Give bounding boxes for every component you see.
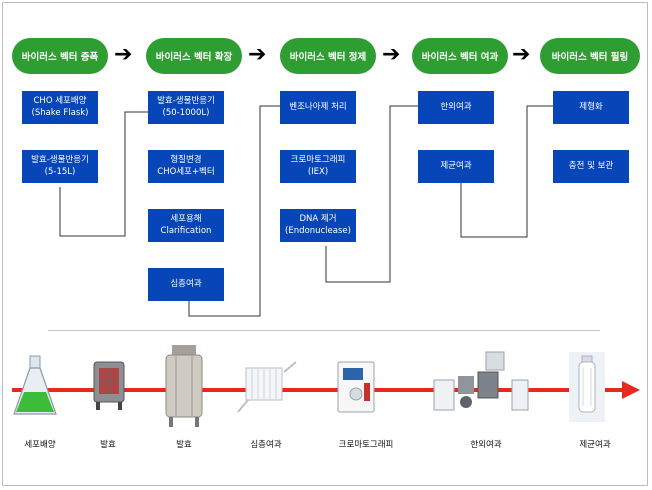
step-benzonase: 벤조나아제 처리 [280,91,356,124]
chromatography-system-icon [337,361,375,413]
step-sterile-filtration: 제균여과 [418,150,494,183]
stage-filtration: 바이러스 벡터 여과 [412,38,508,74]
equipment-label-sterile-filtration: 제균여과 [579,440,611,450]
equipment-label-chromatography: 크로마토그래피 [338,440,394,450]
step-depth-filtration: 심층여과 [148,268,224,301]
equipment-label-fermentation-large: 발효 [176,440,192,450]
connector-amplify-to-expand [59,111,148,237]
stage-filling: 바이러스 벡터 필링 [540,38,640,74]
connector-purify-to-filter [325,105,418,283]
stage-amplification: 바이러스 벡터 증폭 [12,38,108,74]
step-fill-and-storage: 충전 및 보관 [553,150,629,183]
step-formulation: 제형화 [553,91,629,124]
stage-expansion: 바이러스 벡터 확장 [146,38,242,74]
step-ultrafiltration: 한외여과 [418,91,494,124]
flow-arrowhead-icon [622,381,640,399]
sterile-filter-capsule-icon [569,352,605,422]
step-bioreactor-small: 발효-생물반응기 (5-15L) [22,150,98,183]
ultrafiltration-system-icon [433,351,529,411]
step-bioreactor-large: 발효-생물반응기 (50-1000L) [148,91,224,124]
step-cho-cell-culture: CHO 세포배양 (Shake Flask) [22,91,98,124]
step-dna-removal: DNA 제거 (Endonuclease) [280,209,356,242]
equipment-label-cell-culture: 세포배양 [24,440,56,450]
step-transfection: 형질변경 CHO세포+벡터 [148,150,224,183]
small-bioreactor-icon [93,361,125,410]
page-frame [2,2,648,486]
connector-filter-to-fill [460,105,553,238]
connector-expand-to-purify [188,105,280,317]
section-divider [48,330,600,331]
equipment-label-depth-filtration: 심층여과 [250,440,282,450]
equipment-label-fermentation-small: 발효 [100,440,116,450]
large-bioreactor-icon [165,345,203,427]
arrow-right-icon: ➔ [512,42,531,67]
step-chromatography: 크로마토그래피 (IEX) [280,150,356,183]
flask-icon [13,355,57,415]
equipment-label-ultrafiltration: 한외여과 [470,440,502,450]
arrow-right-icon: ➔ [382,42,401,67]
stage-purification: 바이러스 벡터 정제 [280,38,376,74]
step-cell-lysis: 세포용해 Clarification [148,209,224,242]
depth-filter-icon [237,361,297,413]
arrow-right-icon: ➔ [248,42,267,67]
arrow-right-icon: ➔ [114,42,133,67]
